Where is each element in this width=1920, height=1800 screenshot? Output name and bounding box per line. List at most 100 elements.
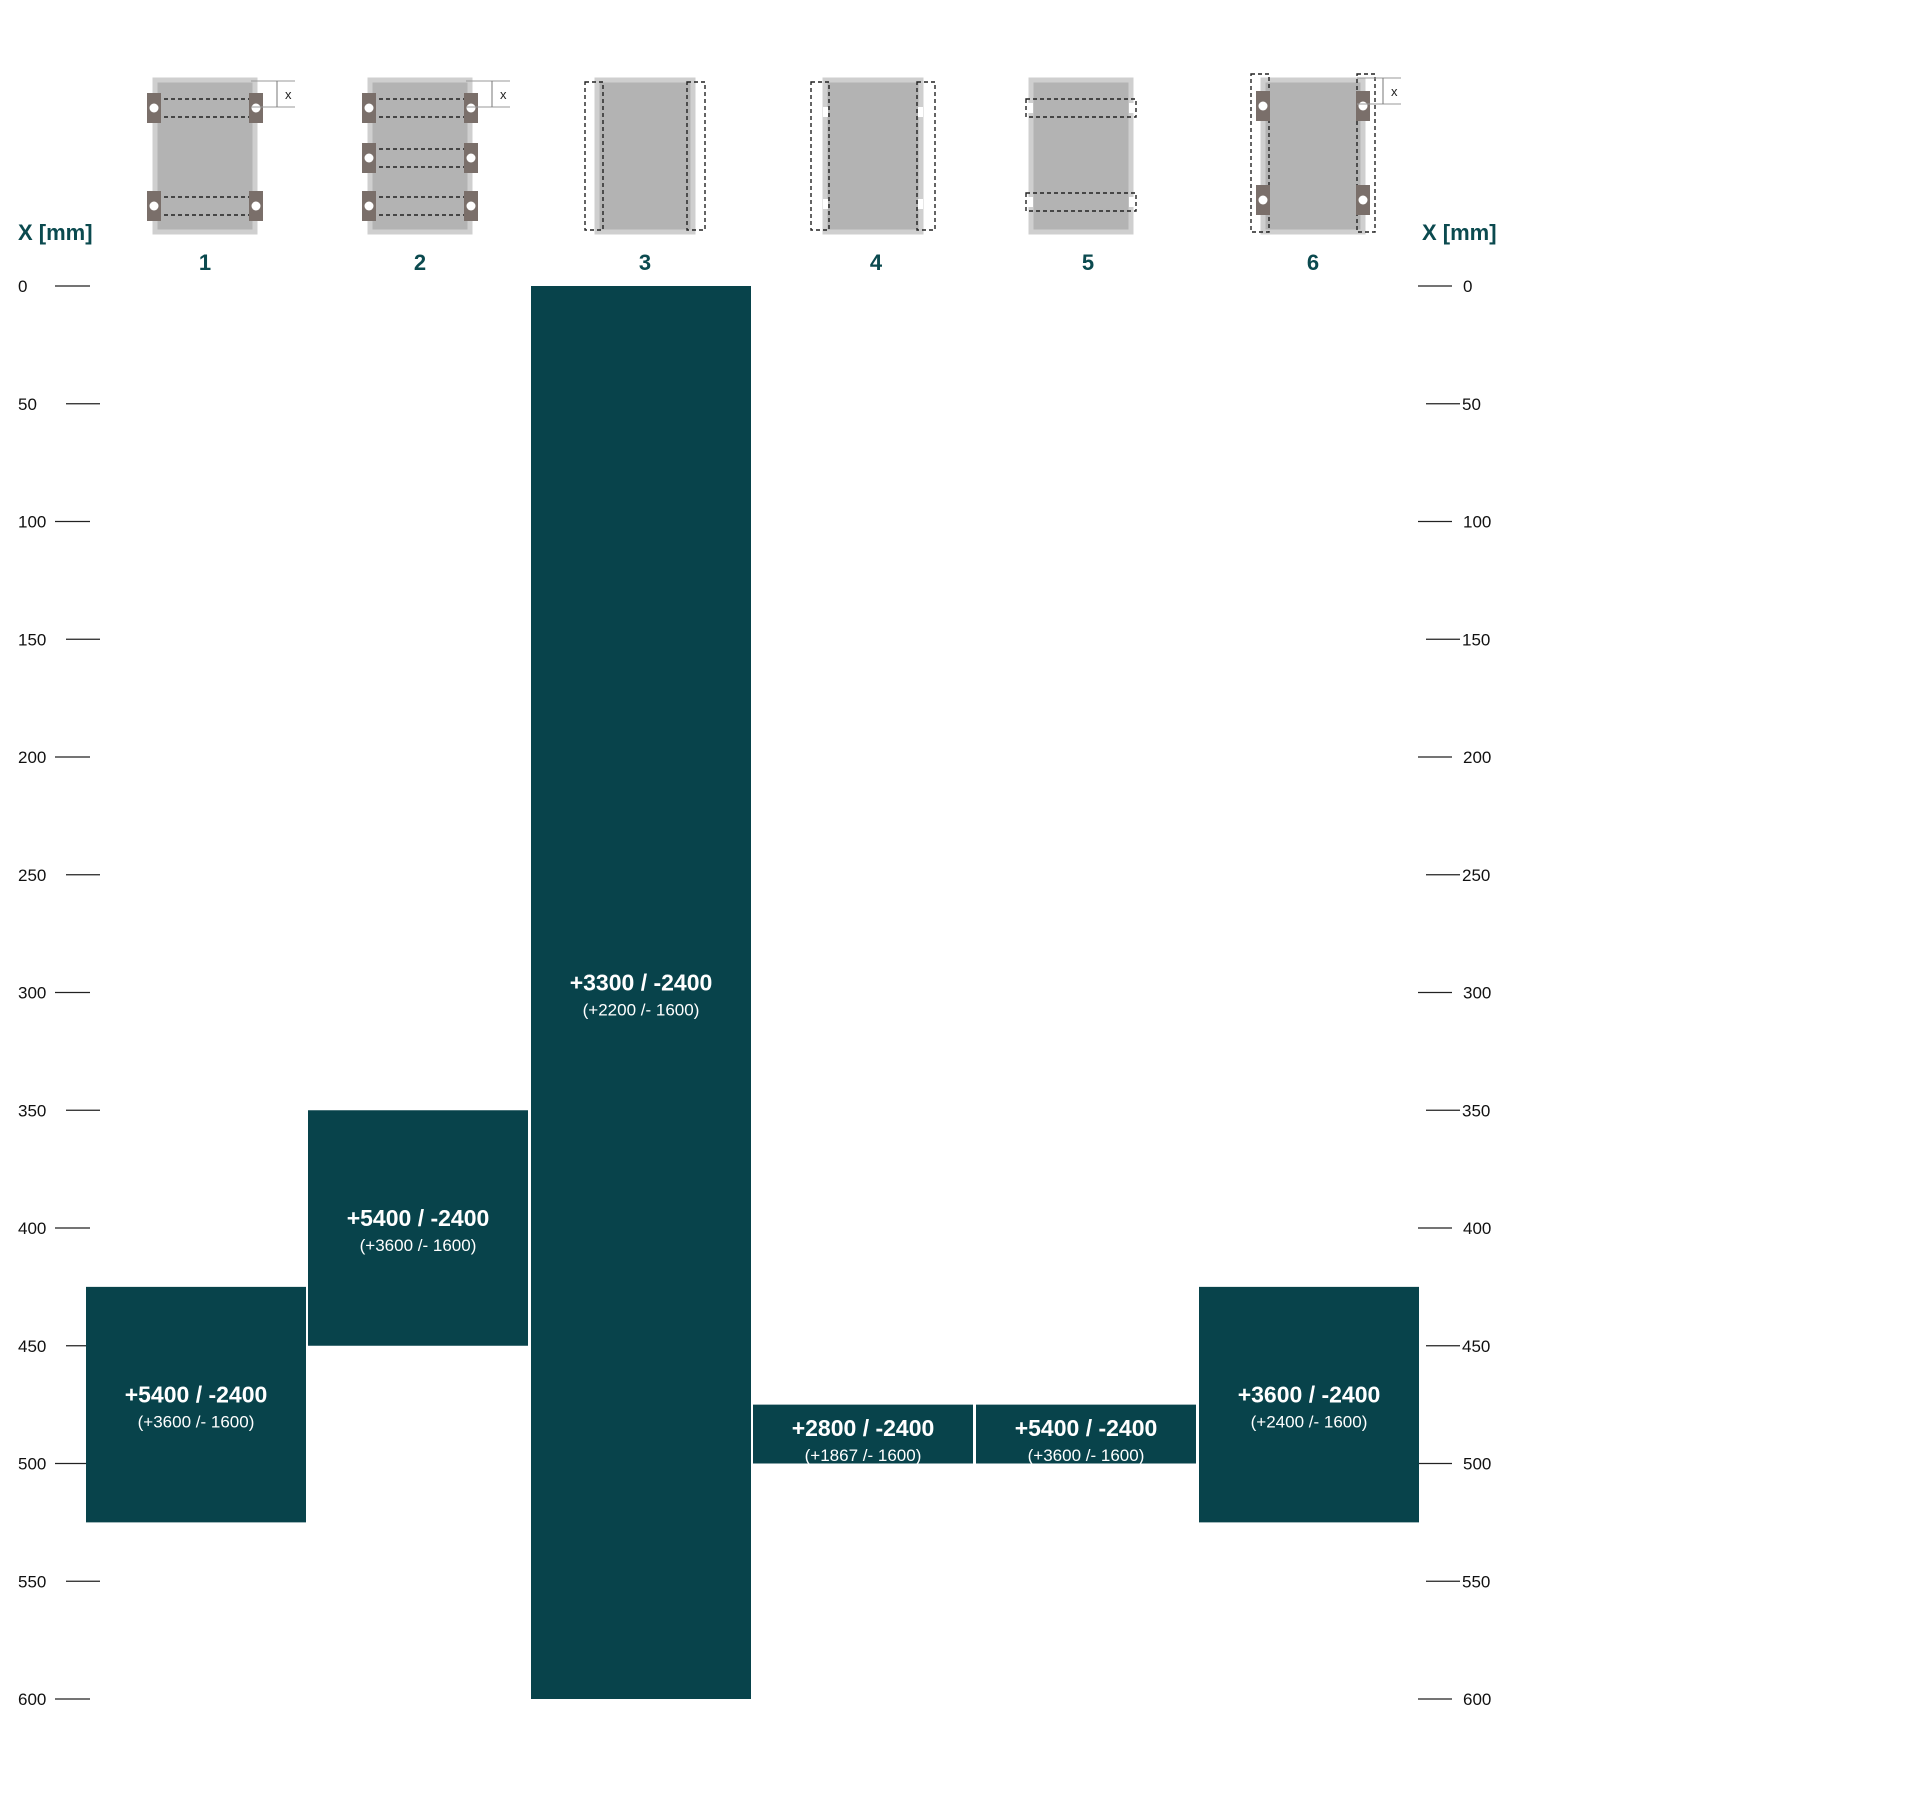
right-tick-label: 500 bbox=[1463, 1455, 1491, 1474]
category-label-5: 5 bbox=[1082, 250, 1094, 275]
bar-group-2: +5400 / -2400 (+3600 /- 1600) bbox=[308, 1110, 528, 1346]
clamp-hole-icon bbox=[466, 201, 476, 211]
clamp-hole-icon bbox=[149, 201, 159, 211]
right-tick-label: 400 bbox=[1463, 1219, 1491, 1238]
bar-group-3: +3300 / -2400(+2200 /- 1600) bbox=[531, 286, 751, 1699]
bar-sub-label: (+3600 /- 1600) bbox=[138, 1413, 255, 1432]
notch-icon bbox=[1027, 197, 1033, 207]
panel-shape bbox=[1260, 77, 1366, 235]
clamp-hole-icon bbox=[1258, 101, 1268, 111]
left-tick-label: 250 bbox=[18, 866, 46, 885]
bars: +5400 / -2400(+3600 /- 1600)+5400 / -240… bbox=[86, 286, 1419, 1699]
left-tick-label: 450 bbox=[18, 1337, 46, 1356]
panel-shape bbox=[1028, 77, 1134, 235]
category-label-4: 4 bbox=[870, 250, 883, 275]
notch-icon bbox=[823, 199, 828, 209]
notch-icon bbox=[1027, 103, 1033, 113]
left-tick-label: 200 bbox=[18, 748, 46, 767]
right-tick-label: 200 bbox=[1463, 748, 1491, 767]
bar-4 bbox=[753, 1404, 973, 1464]
clamp-hole-icon bbox=[1358, 101, 1368, 111]
clamp-hole-icon bbox=[251, 103, 261, 113]
right-tick-label: 600 bbox=[1463, 1690, 1491, 1709]
bar-value-label: +5400 / -2400 bbox=[125, 1382, 268, 1408]
left-tick-label: 400 bbox=[18, 1219, 46, 1238]
category-label-1: 1 bbox=[199, 250, 211, 275]
dimension-x-label: x bbox=[500, 87, 507, 102]
support-icon bbox=[584, 81, 604, 231]
bar-group-5: +5400 / -2400 (+3600 /- 1600) bbox=[976, 1404, 1196, 1465]
bar-6 bbox=[1199, 1286, 1419, 1523]
bar-5 bbox=[976, 1404, 1196, 1464]
notch-icon bbox=[1129, 103, 1135, 113]
bar-value-label: +2800 / -2400 bbox=[792, 1415, 935, 1441]
support-icon bbox=[916, 81, 936, 231]
left-axis: 0 50 100 150 200 250 300 350 400 450 500 550 600 bbox=[18, 277, 100, 1709]
panel-shape bbox=[152, 77, 258, 235]
left-tick-label: 600 bbox=[18, 1690, 46, 1709]
bar-sub-label: (+2200 /- 1600) bbox=[583, 1001, 700, 1020]
bar-sub-label: (+1867 /- 1600) bbox=[805, 1446, 922, 1465]
bar-1 bbox=[86, 1286, 306, 1523]
right-tick-label: 550 bbox=[1462, 1572, 1490, 1591]
right-tick-label: 150 bbox=[1462, 630, 1490, 649]
icon-short-side-dashed-supports bbox=[1025, 77, 1137, 235]
left-axis-title: X [mm] bbox=[18, 220, 93, 245]
bar-3 bbox=[531, 286, 751, 1699]
clamp-hole-icon bbox=[466, 153, 476, 163]
right-tick-label: 100 bbox=[1463, 513, 1491, 532]
support-icon bbox=[686, 81, 706, 231]
category-label-6: 6 bbox=[1307, 250, 1319, 275]
left-tick-label: 150 bbox=[18, 630, 46, 649]
support-icon bbox=[810, 81, 830, 231]
right-tick-label: 250 bbox=[1462, 866, 1490, 885]
left-tick-label: 350 bbox=[18, 1101, 46, 1120]
right-tick-label: 0 bbox=[1463, 277, 1472, 296]
left-tick-label: 550 bbox=[18, 1572, 46, 1591]
right-tick-label: 300 bbox=[1463, 984, 1491, 1003]
bar-sub-label: (+3600 /- 1600) bbox=[1028, 1446, 1145, 1465]
clamp-hole-icon bbox=[466, 103, 476, 113]
support-icon bbox=[1250, 73, 1270, 233]
support-icon bbox=[1025, 98, 1137, 118]
bar-group-4: +2800 / -2400 (+1867 /- 1600) bbox=[753, 1404, 973, 1465]
panel-shape bbox=[822, 77, 924, 235]
notch-icon bbox=[1129, 197, 1135, 207]
category-label-3: 3 bbox=[639, 250, 651, 275]
category-labels: 1 2 3 4 5 6 bbox=[199, 250, 1319, 275]
left-tick-label: 100 bbox=[18, 513, 46, 532]
bar-value-label: +5400 / -2400 bbox=[1015, 1415, 1158, 1441]
panel-shape bbox=[594, 77, 696, 235]
icon-two-clamp-pairs-with-x: x bbox=[147, 77, 295, 235]
left-tick-label: 300 bbox=[18, 984, 46, 1003]
right-tick-label: 50 bbox=[1462, 395, 1481, 414]
bar-value-label: +5400 / -2400 bbox=[347, 1205, 490, 1231]
clamp-hole-icon bbox=[149, 103, 159, 113]
icon-long-side-dashed-supports-with-notches bbox=[810, 77, 936, 235]
clamp-hole-icon bbox=[1358, 195, 1368, 205]
left-tick-label: 50 bbox=[18, 395, 37, 414]
clamp-hole-icon bbox=[364, 201, 374, 211]
category-label-2: 2 bbox=[414, 250, 426, 275]
support-icon bbox=[1356, 73, 1376, 233]
support-icon bbox=[1025, 192, 1137, 212]
right-tick-label: 450 bbox=[1462, 1337, 1490, 1356]
clamp-hole-icon bbox=[364, 103, 374, 113]
right-axis-title: X [mm] bbox=[1422, 220, 1497, 245]
right-tick-label: 350 bbox=[1462, 1101, 1490, 1120]
dimension-x-label: x bbox=[1391, 84, 1398, 99]
bar-sub-label: (+2400 /- 1600) bbox=[1251, 1413, 1368, 1432]
panel-shape bbox=[367, 77, 473, 235]
left-tick-label: 500 bbox=[18, 1455, 46, 1474]
notch-icon bbox=[823, 107, 828, 117]
bar-sub-label: (+3600 /- 1600) bbox=[360, 1236, 477, 1255]
icon-long-side-dashed-supports bbox=[584, 77, 706, 235]
clamp-hole-icon bbox=[364, 153, 374, 163]
notch-icon bbox=[918, 107, 923, 117]
dimension-x-label: x bbox=[285, 87, 292, 102]
left-tick-label: 0 bbox=[18, 277, 27, 296]
bar-group-6: +3600 / -2400(+2400 /- 1600) bbox=[1199, 1286, 1419, 1523]
icon-clamps-with-long-side-supports-with-x: x bbox=[1250, 73, 1401, 235]
